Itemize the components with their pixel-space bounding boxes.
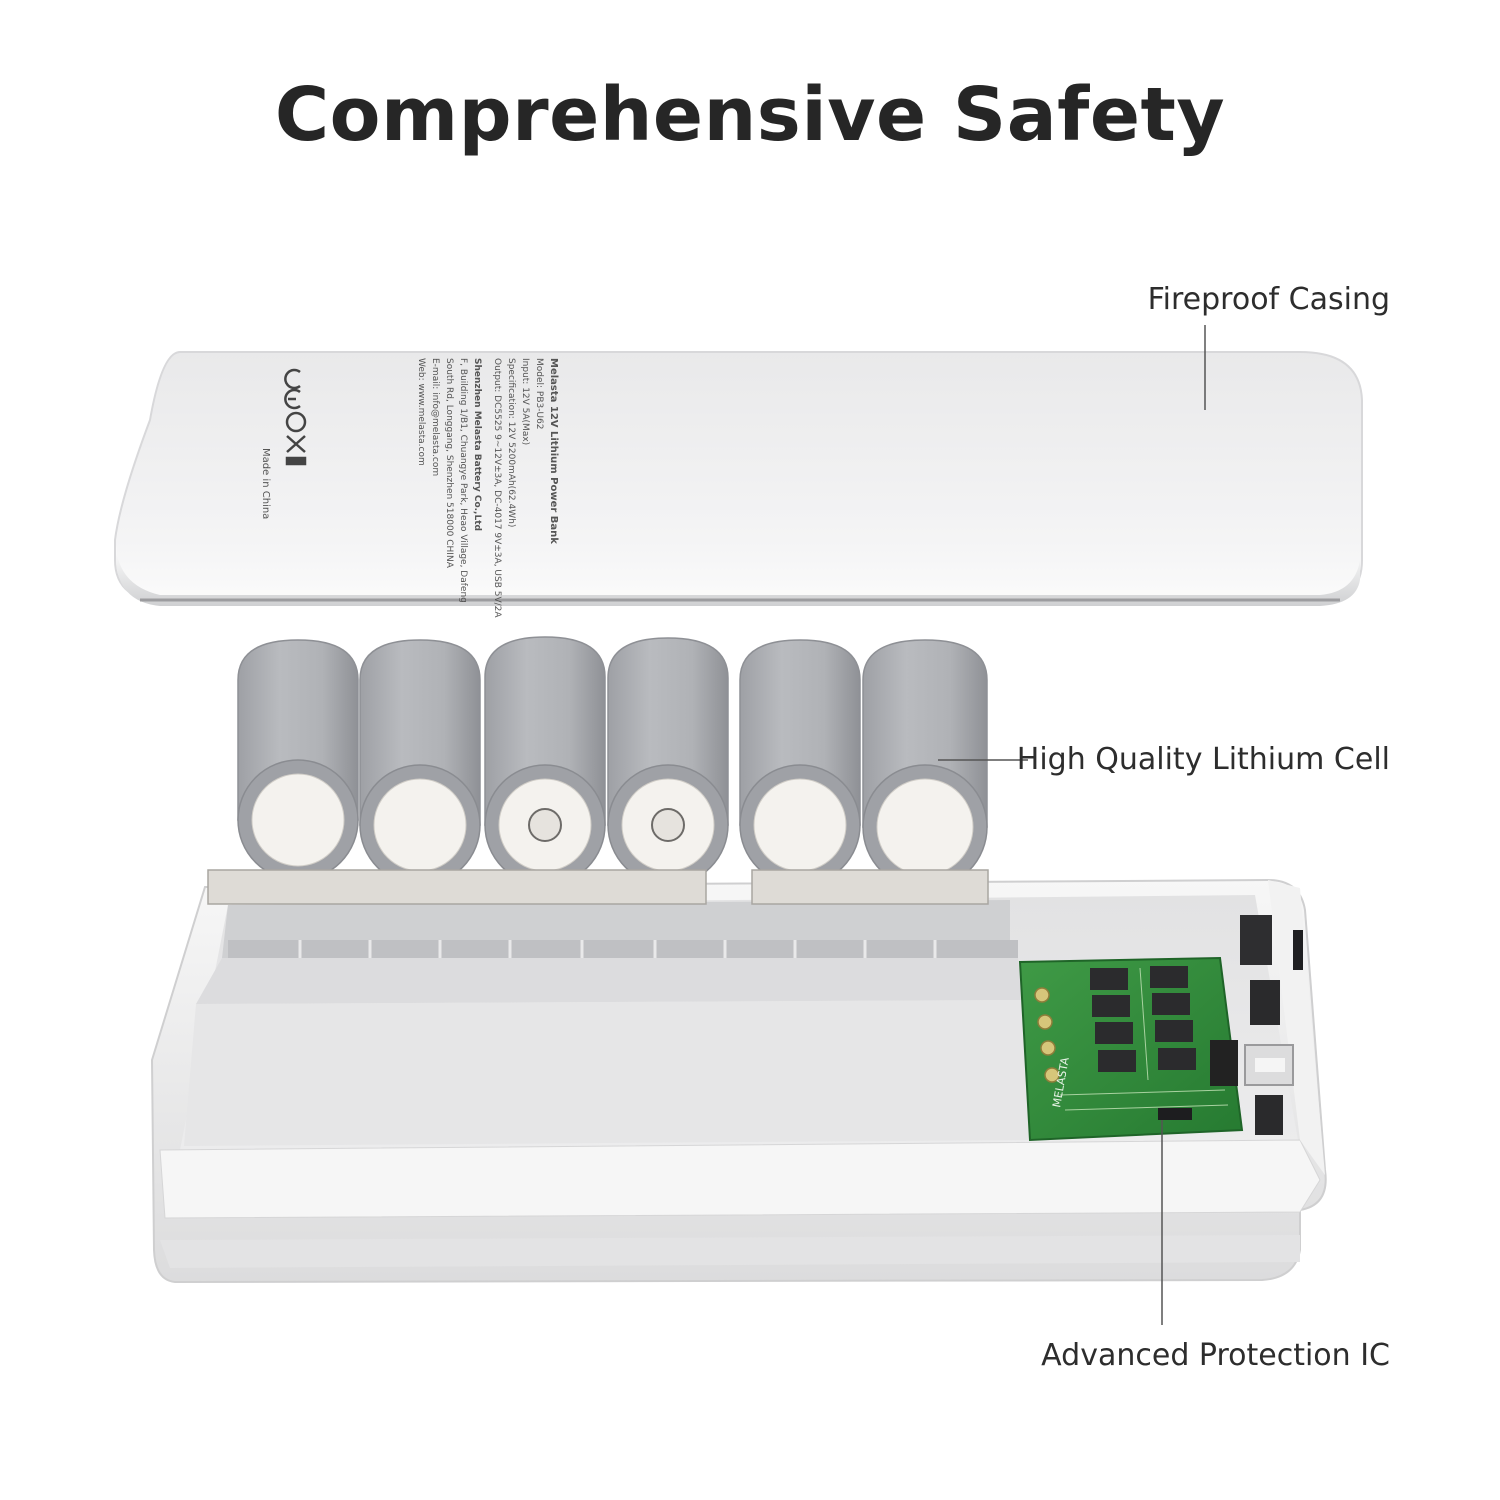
- label-address-1: F, Building 1/B1, Chuangye Park, Heao Vi…: [458, 358, 468, 603]
- lid-casing: [114, 351, 1363, 606]
- lid-printed-label: Melasta 12V Lithium Power Bank Model: PB…: [260, 358, 559, 618]
- lithium-cell-pack: [207, 636, 989, 905]
- label-output: Output: DC5525 9~12V±3A, DC-4017 9V±3A, …: [492, 358, 502, 618]
- label-input: Input: 12V 5A(Max): [520, 358, 530, 445]
- cell-positive-button: [528, 808, 562, 842]
- compliance-marks-icon: [284, 368, 307, 466]
- label-brand-line: Melasta 12V Lithium Power Bank: [548, 358, 559, 544]
- cell-terminal: [251, 773, 345, 867]
- lithium-cell: [607, 637, 729, 886]
- callout-fireproof-casing: Fireproof Casing: [1147, 282, 1390, 317]
- lithium-cell: [359, 639, 481, 886]
- power-switch: [1255, 1095, 1283, 1135]
- label-email: E-mail: info@melasta.com: [430, 358, 440, 476]
- protection-pcb: MELASTA: [1018, 956, 1244, 1142]
- dc-port-2: [1250, 980, 1280, 1025]
- battery-box-base: [150, 878, 1327, 1284]
- lithium-cell: [484, 636, 606, 886]
- mosfet-chips: [1090, 966, 1196, 1072]
- label-model: Model: PB3-U62: [534, 358, 544, 430]
- label-web: Web: www.melasta.com: [416, 358, 426, 466]
- label-address-2: South Rd, Longgang, Shenzhen 518000 CHIN…: [444, 358, 454, 569]
- label-company: Shenzhen Melasta Battery Co.,Ltd: [472, 358, 482, 531]
- page-title: Comprehensive Safety: [274, 72, 1226, 158]
- lithium-cell: [237, 639, 359, 881]
- lithium-cell: [862, 639, 988, 890]
- callout-protection-ic: Advanced Protection IC: [1041, 1338, 1390, 1373]
- pcb-pads: [1034, 987, 1060, 1083]
- nickel-strip: [751, 869, 989, 905]
- cell-ribs: [228, 940, 1018, 958]
- label-spec: Specification: 12V 5200mAh(62.4Wh): [506, 358, 516, 527]
- label-made-in: Made in China: [260, 448, 271, 519]
- cell-terminal: [373, 778, 467, 872]
- callout-lithium-cell: High Quality Lithium Cell: [1016, 742, 1390, 777]
- lithium-cell: [739, 639, 861, 886]
- cell-positive-button: [651, 808, 685, 842]
- dc-port: [1240, 915, 1272, 965]
- protection-ic-chip: [1158, 1108, 1192, 1120]
- cell-terminal: [876, 778, 974, 876]
- cell-terminal: [753, 778, 847, 872]
- nickel-strip: [207, 869, 707, 905]
- pcb-connector: [1210, 1040, 1238, 1086]
